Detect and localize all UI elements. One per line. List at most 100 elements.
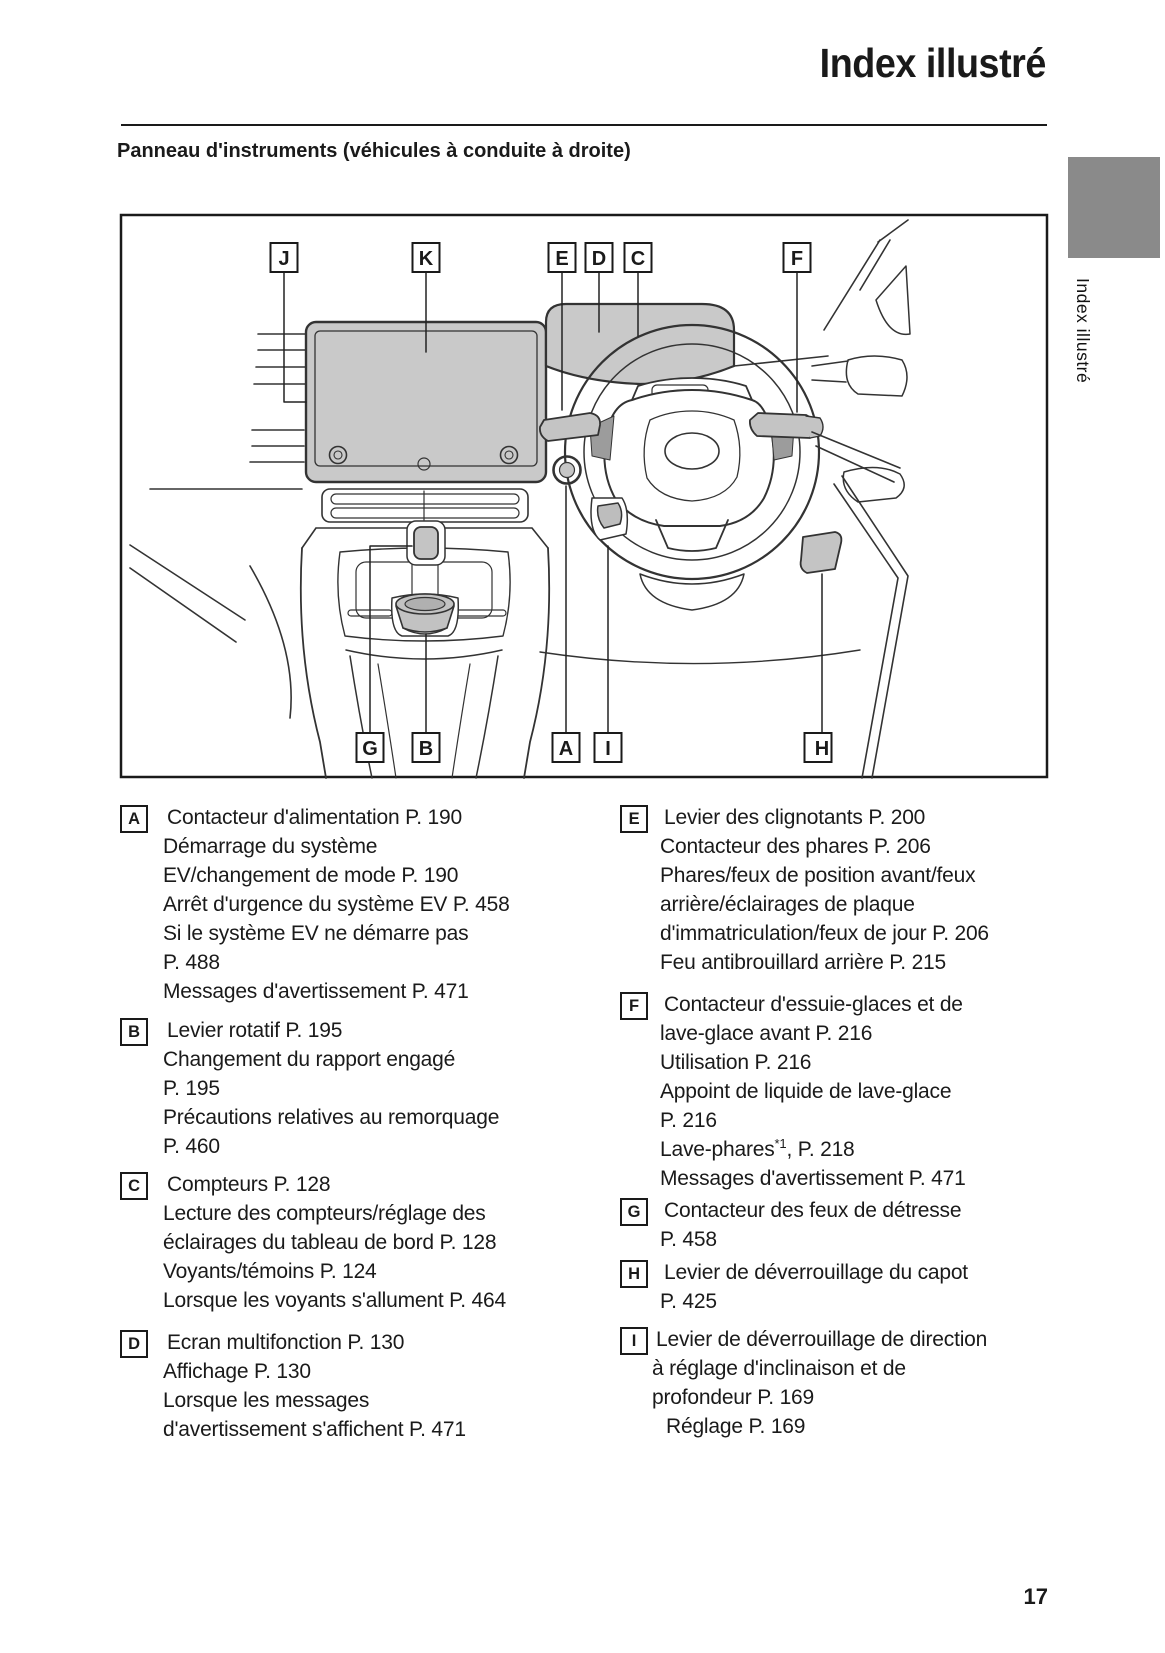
index-section-B: B Levier rotatif P. 195 Changement du ra… — [120, 1016, 590, 1161]
turn-signal-stalk — [539, 412, 601, 442]
item-letter-box: E — [620, 805, 648, 833]
svg-text:F: F — [791, 248, 803, 270]
callout-F: F — [782, 242, 812, 273]
index-line: Contacteur d'alimentation P. 190 — [167, 806, 462, 829]
index-line: Si le système EV ne démarre pas — [163, 922, 469, 945]
index-line: Feu antibrouillard arrière P. 215 — [660, 951, 947, 974]
index-section-A: A Contacteur d'alimentation P. 190 Démar… — [120, 803, 590, 1006]
index-line: Levier de déverrouillage de direction — [656, 1328, 988, 1351]
index-line: Changement du rapport engagé — [163, 1048, 456, 1071]
index-line-headlamp-washer: Lave-phares*1, P. 218 — [660, 1136, 855, 1161]
section-heading: Panneau d'instruments (véhicules à condu… — [117, 140, 631, 162]
index-line: Levier de déverrouillage du capot — [664, 1261, 968, 1284]
item-letter-box: F — [620, 992, 648, 1020]
center-console — [299, 488, 551, 779]
chapter-tab — [1068, 157, 1160, 258]
index-line: Lorsque les voyants s'allument P. 464 — [163, 1289, 506, 1312]
index-line: P. 460 — [163, 1135, 220, 1158]
svg-text:I: I — [605, 738, 611, 760]
index-section-C: C Compteurs P. 128 Lecture des compteurs… — [120, 1170, 590, 1315]
footnote-marker: *1 — [774, 1136, 787, 1151]
steering-wheel — [563, 323, 821, 611]
svg-text:J: J — [278, 248, 289, 270]
hazard-switch — [406, 520, 446, 566]
svg-text:D: D — [592, 248, 606, 270]
callout-K: K — [411, 242, 441, 273]
callout-boxes: J K E D C F G B A I H — [269, 242, 833, 763]
callout-A: A — [551, 732, 581, 763]
index-line: Contacteur d'essuie-glaces et de — [664, 993, 963, 1016]
index-line: Voyants/témoins P. 124 — [163, 1260, 377, 1283]
item-letter-box: C — [120, 1172, 148, 1200]
index-line: Précautions relatives au remorquage — [163, 1106, 500, 1129]
index-line: Affichage P. 130 — [163, 1360, 311, 1383]
page-title: Index illustré — [819, 40, 1047, 86]
item-letter-box: D — [120, 1330, 148, 1358]
callout-I: I — [593, 732, 623, 763]
hood-release-lever — [799, 531, 843, 574]
index-section-I: I Levier de déverrouillage de direction … — [620, 1325, 1070, 1441]
index-line: Lecture des compteurs/réglage des — [163, 1202, 486, 1225]
item-letter-box: A — [120, 805, 148, 833]
callout-leader-lines — [283, 271, 823, 733]
index-line: P. 488 — [163, 951, 220, 974]
index-line: P. 458 — [660, 1228, 717, 1251]
index-line: P. 195 — [163, 1077, 220, 1100]
callout-C: C — [623, 242, 653, 273]
index-line: Réglage P. 169 — [666, 1415, 806, 1438]
index-line: Levier des clignotants P. 200 — [664, 806, 926, 829]
index-line: éclairages du tableau de bord P. 128 — [163, 1231, 497, 1254]
index-line: d'avertissement s'affichent P. 471 — [163, 1418, 466, 1441]
svg-text:K: K — [419, 248, 434, 270]
index-line: d'immatriculation/feux de jour P. 206 — [660, 922, 989, 945]
index-line: P. 425 — [660, 1290, 717, 1313]
index-line: EV/changement de mode P. 190 — [163, 864, 459, 887]
index-line: Appoint de liquide de lave-glace — [660, 1080, 952, 1103]
callout-G: G — [355, 732, 385, 763]
svg-text:B: B — [419, 738, 433, 760]
door-and-pillar — [539, 219, 911, 779]
shift-dial — [390, 593, 460, 637]
index-line: profondeur P. 169 — [652, 1386, 815, 1409]
index-line: Messages d'avertissement P. 471 — [163, 980, 469, 1003]
chapter-side-label: Index illustré — [1073, 278, 1093, 384]
index-line: Phares/feux de position avant/feux — [660, 864, 976, 887]
index-line: arrière/éclairages de plaque — [660, 893, 915, 916]
left-air-vents — [129, 333, 307, 719]
item-letter-box: I — [620, 1327, 648, 1355]
svg-text:G: G — [362, 738, 378, 760]
tilt-telescopic-lever — [590, 497, 629, 541]
svg-text:A: A — [559, 738, 573, 760]
index-line: Compteurs P. 128 — [167, 1173, 331, 1196]
callout-D: D — [584, 242, 614, 273]
wiper-stalk — [748, 412, 824, 439]
item-letter-box: B — [120, 1018, 148, 1046]
index-line: Contacteur des phares P. 206 — [660, 835, 931, 858]
instrument-panel-diagram: J K E D C F G B A I H — [119, 213, 1049, 779]
index-section-E: E Levier des clignotants P. 200 Contacte… — [620, 803, 1060, 977]
index-line: Utilisation P. 216 — [660, 1051, 812, 1074]
index-section-H: H Levier de déverrouillage du capot P. 4… — [620, 1258, 1060, 1316]
index-section-F: F Contacteur d'essuie-glaces et de lave-… — [620, 990, 1060, 1193]
svg-text:H: H — [815, 738, 829, 760]
svg-text:C: C — [631, 248, 645, 270]
index-line: Messages d'avertissement P. 471 — [660, 1167, 966, 1190]
index-section-G: G Contacteur des feux de détresse P. 458 — [620, 1196, 1060, 1254]
index-line: à réglage d'inclinaison et de — [652, 1357, 906, 1380]
index-line: Ecran multifonction P. 130 — [167, 1331, 405, 1354]
title-rule — [121, 124, 1047, 126]
callout-J: J — [269, 242, 299, 273]
callout-H: H — [803, 732, 833, 763]
item-letter-box: H — [620, 1260, 648, 1288]
index-line: lave-glace avant P. 216 — [660, 1022, 873, 1045]
index-line: Lorsque les messages — [163, 1389, 370, 1412]
index-line: Arrêt d'urgence du système EV P. 458 — [163, 893, 510, 916]
svg-text:E: E — [555, 248, 568, 270]
callout-B: B — [411, 732, 441, 763]
callout-E: E — [547, 242, 577, 273]
page-number: 17 — [1023, 1584, 1048, 1609]
item-letter-box: G — [620, 1198, 648, 1226]
power-switch — [552, 455, 582, 485]
index-line: P. 216 — [660, 1109, 717, 1132]
